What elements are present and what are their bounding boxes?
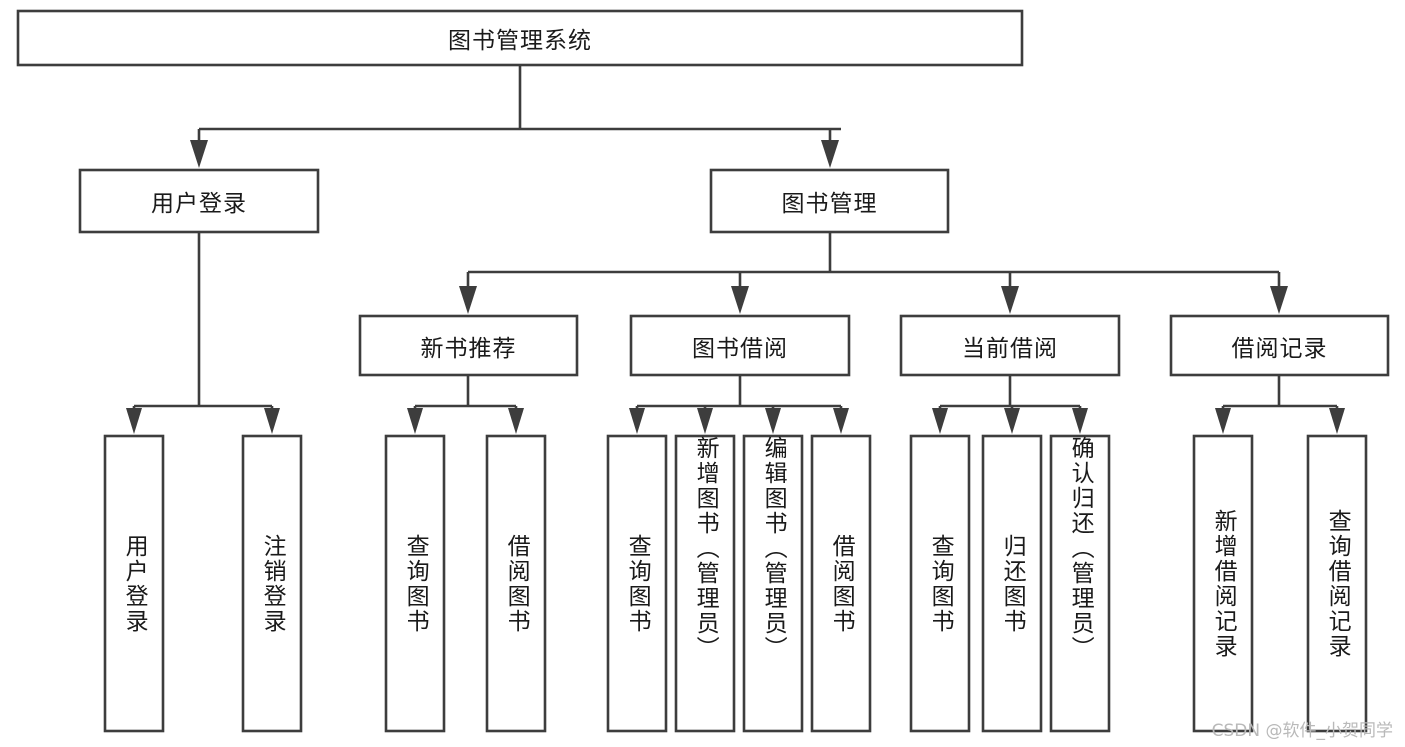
arrow-head-user-login — [190, 140, 208, 168]
leaf-box-re-add-record[interactable] — [1192, 434, 1254, 733]
arrow-head-bo-leaf-2 — [697, 408, 713, 434]
arrow-head-borrow — [731, 286, 749, 314]
connector-group-book-manage — [459, 232, 1288, 314]
arrow-head-bo-leaf-4 — [833, 408, 849, 434]
arrow-head-leaf-user-login — [126, 408, 142, 434]
node-box-book-borrow[interactable] — [629, 314, 851, 377]
connector-group-user-login — [126, 232, 280, 434]
connector-group-borrow — [629, 375, 849, 434]
leaf-box-bo-borrow-book[interactable] — [810, 434, 872, 733]
leaf-box-bo-edit-book[interactable] — [742, 434, 804, 733]
arrow-head-records — [1270, 286, 1288, 314]
arrow-head-cu-leaf-3 — [1072, 408, 1088, 434]
arrow-head-current — [1001, 286, 1019, 314]
arrow-head-nb-leaf-1 — [407, 408, 423, 434]
leaf-box-bo-query-book[interactable] — [606, 434, 668, 733]
node-box-new-books[interactable] — [358, 314, 579, 377]
arrow-head-re-leaf-1 — [1215, 408, 1231, 434]
arrow-head-cu-leaf-1 — [932, 408, 948, 434]
leaf-box-user-login[interactable] — [103, 434, 165, 733]
leaf-box-cu-return-book[interactable] — [981, 434, 1043, 733]
leaf-box-cu-confirm-return[interactable] — [1049, 434, 1111, 733]
arrow-head-book-manage — [821, 140, 839, 168]
connector-group-new-books — [407, 375, 524, 434]
arrow-head-bo-leaf-3 — [765, 408, 781, 434]
arrow-head-bo-leaf-1 — [629, 408, 645, 434]
arrow-head-re-leaf-2 — [1329, 408, 1345, 434]
arrow-head-leaf-logout — [264, 408, 280, 434]
connector-group-root — [190, 65, 841, 168]
connector-group-records — [1215, 375, 1345, 434]
connector-group-current — [932, 375, 1088, 434]
arrow-head-new-books — [459, 286, 477, 314]
leaf-box-cu-query-book[interactable] — [909, 434, 971, 733]
node-box-book-manage[interactable] — [709, 168, 950, 234]
arrow-head-nb-leaf-2 — [508, 408, 524, 434]
leaf-box-bo-add-book[interactable] — [674, 434, 736, 733]
arrow-head-cu-leaf-2 — [1004, 408, 1020, 434]
leaf-box-nb-query-book[interactable] — [384, 434, 446, 733]
leaf-box-logout[interactable] — [241, 434, 303, 733]
node-box-current-borrow[interactable] — [899, 314, 1121, 377]
node-box-borrow-records[interactable] — [1169, 314, 1390, 377]
node-box-root[interactable] — [16, 9, 1024, 67]
leaf-box-re-query-record[interactable] — [1306, 434, 1368, 733]
node-box-user-login[interactable] — [78, 168, 320, 234]
leaf-box-nb-borrow-book[interactable] — [485, 434, 547, 733]
